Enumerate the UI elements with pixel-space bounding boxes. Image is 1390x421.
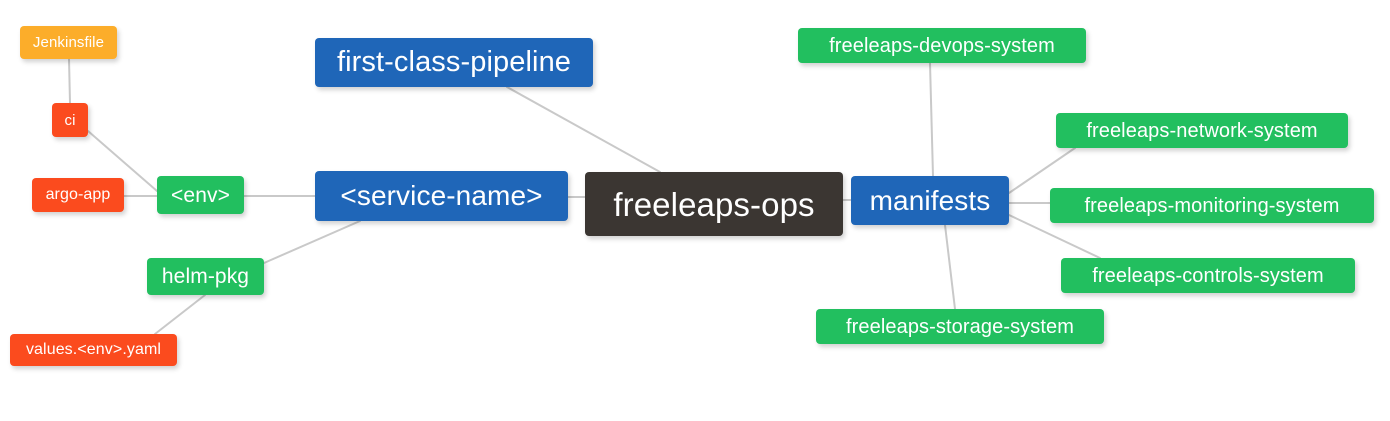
- node-label: first-class-pipeline: [336, 46, 572, 78]
- node-env[interactable]: <env>: [157, 176, 244, 214]
- node-jenkinsfile[interactable]: Jenkinsfile: [20, 26, 117, 59]
- edge-values-yaml-to-helm-pkg: [154, 294, 206, 335]
- edge-manifests-to-network-system: [1008, 147, 1076, 194]
- edge-helm-pkg-to-service-name: [263, 220, 361, 264]
- node-label: <service-name>: [340, 180, 543, 211]
- node-label: freeleaps-monitoring-system: [1084, 194, 1340, 217]
- node-helm-pkg[interactable]: helm-pkg: [147, 258, 264, 295]
- node-label: freeleaps-network-system: [1086, 119, 1318, 142]
- node-monitoring-system[interactable]: freeleaps-monitoring-system: [1050, 188, 1374, 223]
- node-label: freeleaps-ops: [613, 185, 815, 223]
- node-first-class-pipeline[interactable]: first-class-pipeline: [315, 38, 593, 87]
- node-storage-system[interactable]: freeleaps-storage-system: [816, 309, 1104, 344]
- node-service-name[interactable]: <service-name>: [315, 171, 568, 221]
- node-devops-system[interactable]: freeleaps-devops-system: [798, 28, 1086, 63]
- edge-jenkinsfile-to-ci: [68, 58, 71, 104]
- edge-first-class-pipeline-to-freeleaps-ops: [506, 86, 661, 173]
- node-label: ci: [64, 111, 76, 129]
- node-manifests[interactable]: manifests: [851, 176, 1009, 225]
- node-freeleaps-ops[interactable]: freeleaps-ops: [585, 172, 843, 236]
- node-label: manifests: [869, 184, 991, 216]
- node-argo-app[interactable]: argo-app: [32, 178, 124, 212]
- node-label: <env>: [171, 183, 230, 207]
- node-ci[interactable]: ci: [52, 103, 88, 137]
- node-label: values.<env>.yaml: [25, 341, 162, 358]
- node-label: freeleaps-controls-system: [1092, 264, 1324, 287]
- edge-manifests-to-devops-system: [929, 62, 934, 177]
- node-controls-system[interactable]: freeleaps-controls-system: [1061, 258, 1355, 293]
- node-label: helm-pkg: [161, 265, 250, 288]
- node-network-system[interactable]: freeleaps-network-system: [1056, 113, 1348, 148]
- node-label: Jenkinsfile: [32, 34, 105, 51]
- node-label: argo-app: [45, 186, 111, 203]
- edge-manifests-to-storage-system: [944, 224, 956, 310]
- node-values-yaml[interactable]: values.<env>.yaml: [10, 334, 177, 366]
- node-label: freeleaps-storage-system: [845, 315, 1075, 338]
- node-label: freeleaps-devops-system: [829, 34, 1055, 57]
